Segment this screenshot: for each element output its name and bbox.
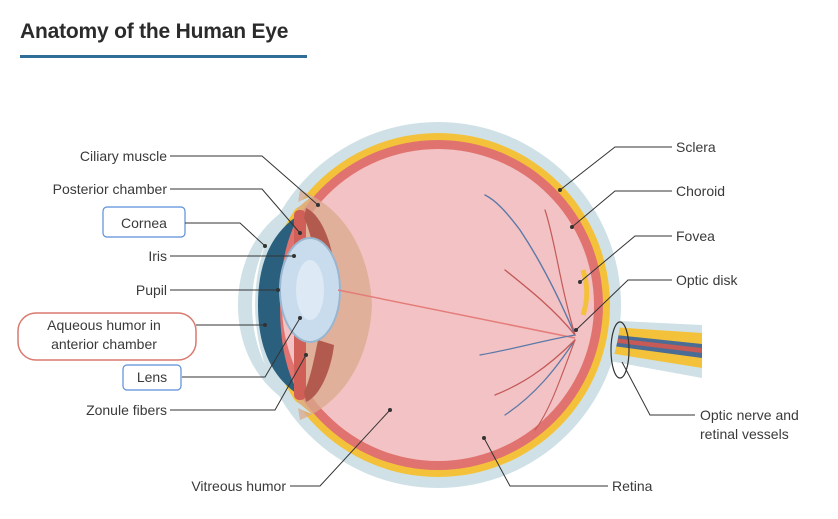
- cornea-front: [258, 214, 300, 396]
- label-posterior-chamber: Posterior chamber: [53, 181, 168, 197]
- label-aqueous-humor-line2: anterior chamber: [51, 336, 157, 352]
- label-optic-nerve-line2: retinal vessels: [700, 426, 789, 442]
- ciliary-muscle-shape-lower: [304, 340, 334, 402]
- fovea-spot: [580, 269, 590, 316]
- label-ciliary-muscle: Ciliary muscle: [80, 148, 167, 164]
- label-vitreous-humor: Vitreous humor: [191, 478, 286, 494]
- lens-label-box: [122, 364, 182, 391]
- label-optic-disk: Optic disk: [676, 272, 738, 288]
- label-zonule-fibers: Zonule fibers: [86, 402, 167, 418]
- label-cornea: Cornea: [121, 215, 167, 231]
- label-lens: Lens: [137, 369, 167, 385]
- page-title: Anatomy of the Human Eye: [20, 20, 289, 43]
- title-underline: [20, 55, 307, 58]
- label-pupil: Pupil: [136, 282, 167, 298]
- lens-core: [296, 260, 324, 320]
- label-aqueous-humor-line1: Aqueous humor in: [47, 317, 161, 333]
- cornea-shape: [238, 196, 312, 414]
- aqueous-label-box: [17, 312, 197, 361]
- label-iris: Iris: [148, 248, 167, 264]
- leader-lines-right: [482, 146, 695, 487]
- optic-nerve-ring: [610, 321, 630, 379]
- label-choroid: Choroid: [676, 183, 725, 199]
- label-retina: Retina: [612, 478, 653, 494]
- retinal-vessels: [479, 194, 576, 431]
- vitreous-body: [282, 149, 594, 461]
- label-optic-nerve-line1: Optic nerve and: [700, 407, 799, 423]
- leader-lines-left: [170, 155, 392, 487]
- label-sclera: Sclera: [676, 139, 716, 155]
- optical-axis: [337, 289, 576, 339]
- cornea-label-box: [102, 206, 186, 238]
- label-fovea: Fovea: [676, 228, 715, 244]
